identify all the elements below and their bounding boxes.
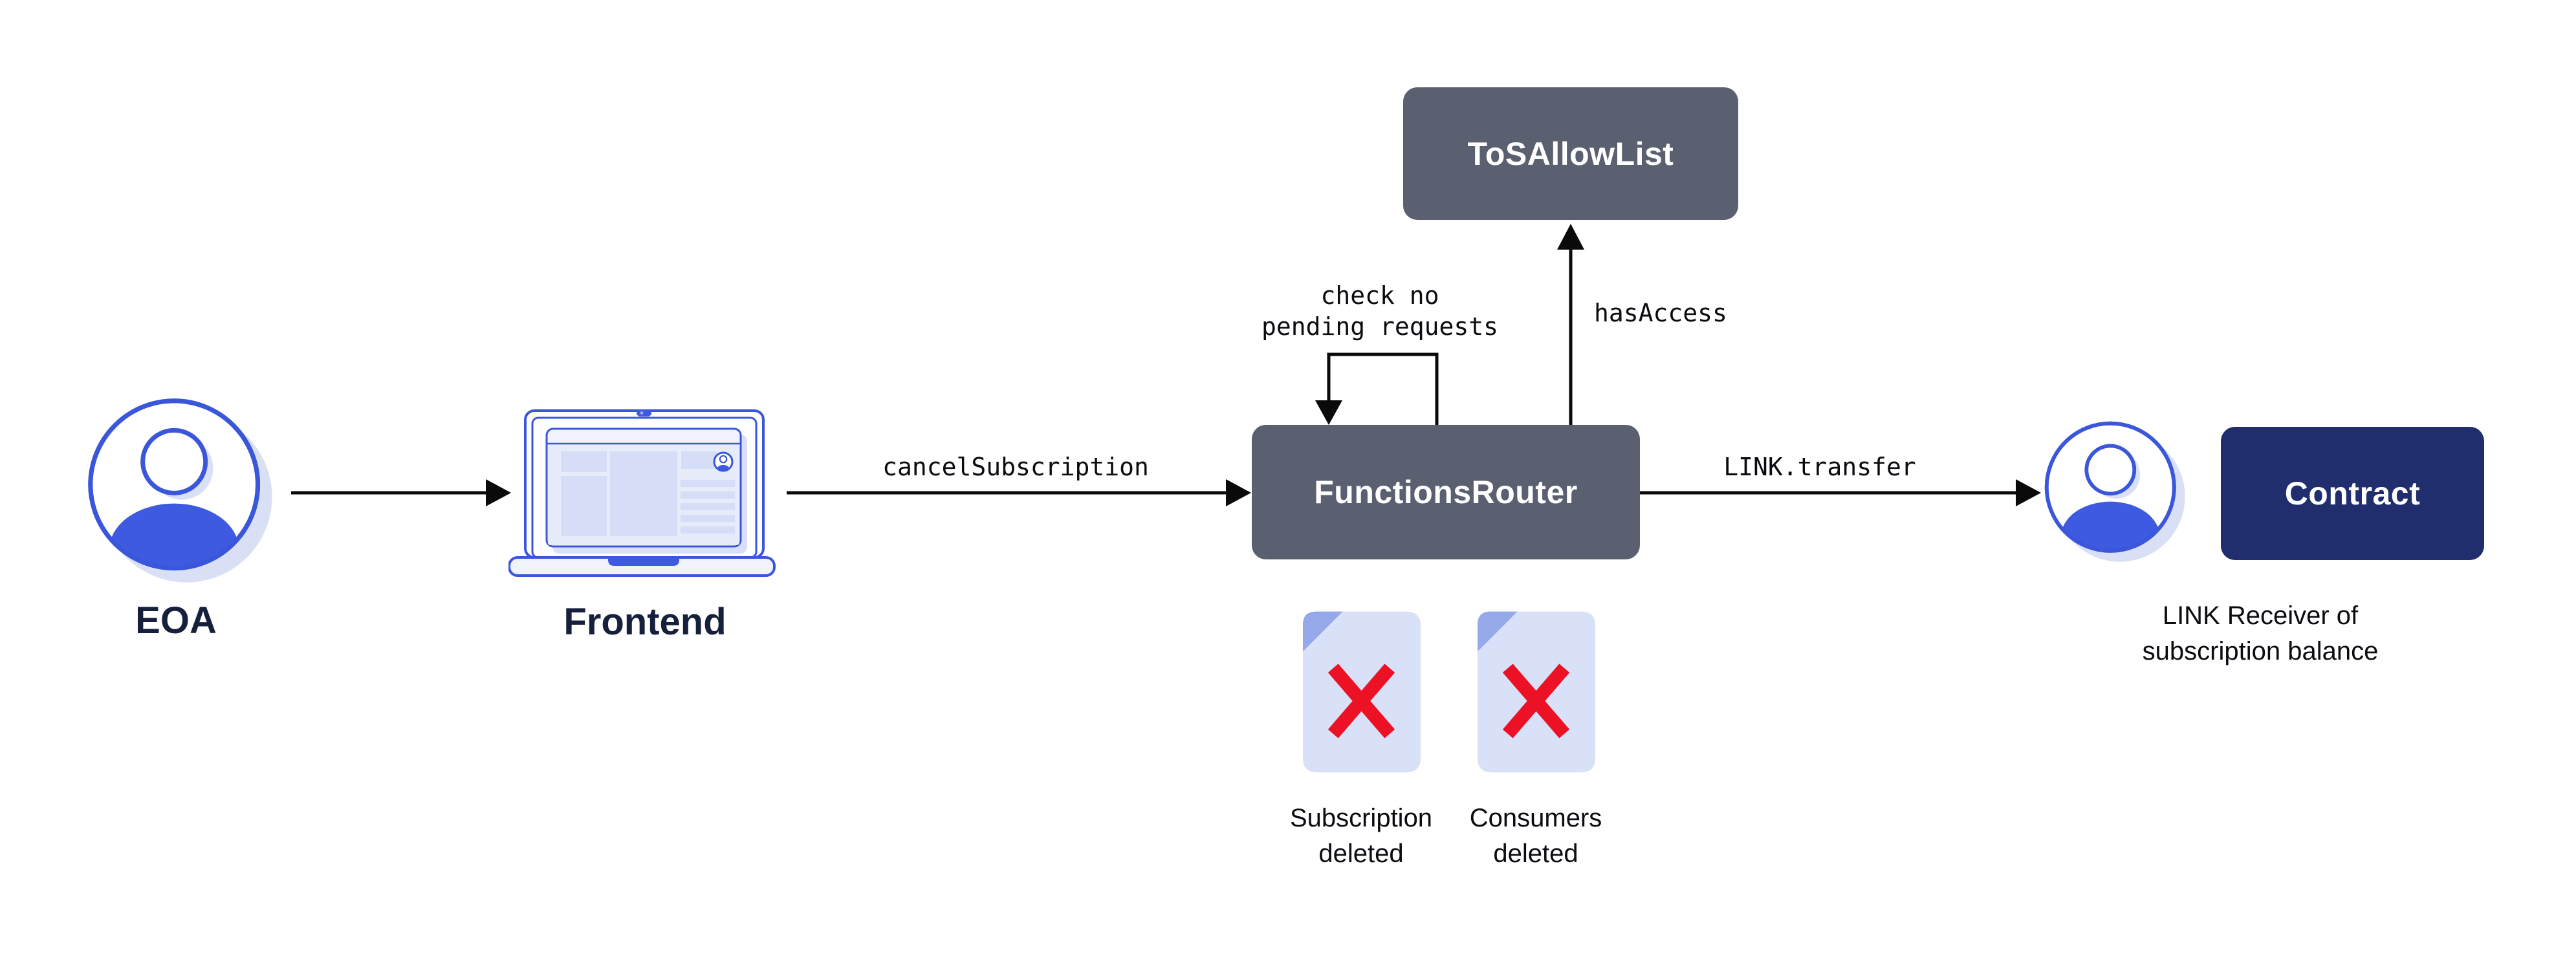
node-tos-allow-list: ToSAllowList xyxy=(1403,87,1738,220)
link-receiver-label-line2: subscription balance xyxy=(2142,637,2379,665)
edge-label-check-no-pending: check no pending requests xyxy=(1261,280,1498,342)
edge-label-link-transfer: LINK.transfer xyxy=(1723,453,1916,481)
consumers-deleted-label: Consumers deleted xyxy=(1470,801,1602,872)
red-x-icon xyxy=(1502,664,1570,739)
arrow-router-to-tosallowlist xyxy=(1557,224,1584,425)
link-receiver-label-line1: LINK Receiver of xyxy=(2162,601,2359,630)
arrow-router-to-receiver xyxy=(1640,479,2041,506)
frontend-label: Frontend xyxy=(563,601,726,643)
doc-folded-corner xyxy=(1478,611,1518,652)
arrow-router-self-loop xyxy=(1315,352,1439,425)
node-functions-router: FunctionsRouter xyxy=(1252,425,1640,559)
consumers-deleted-line2: deleted xyxy=(1493,839,1578,868)
red-x-icon xyxy=(1327,664,1395,739)
consumers-deleted-doc-icon xyxy=(1478,611,1595,773)
edge-label-check-line1: check no xyxy=(1320,281,1439,310)
edge-label-has-access: hasAccess xyxy=(1594,299,1727,327)
edge-label-check-line2: pending requests xyxy=(1261,312,1499,341)
node-contract: Contract xyxy=(2221,427,2484,560)
tos-allow-list-label: ToSAllowList xyxy=(1467,135,1674,172)
link-receiver-person-icon xyxy=(2044,421,2185,562)
laptop-webcam-dot xyxy=(637,409,651,416)
browser-avatar-icon xyxy=(713,451,734,472)
functions-router-label: FunctionsRouter xyxy=(1314,474,1578,510)
eoa-person-icon xyxy=(88,398,272,583)
edge-label-cancel-subscription: cancelSubscription xyxy=(882,453,1149,481)
subscription-deleted-doc-icon xyxy=(1303,611,1421,773)
frontend-laptop-icon xyxy=(508,409,776,577)
contract-label: Contract xyxy=(2284,475,2421,512)
consumers-deleted-line1: Consumers xyxy=(1469,804,1602,832)
arrow-frontend-to-router xyxy=(787,479,1251,506)
doc-folded-corner xyxy=(1303,611,1343,652)
eoa-label: EOA xyxy=(135,599,217,642)
subscription-deleted-line1: Subscription xyxy=(1289,804,1433,832)
subscription-deleted-line2: deleted xyxy=(1318,839,1404,868)
subscription-deleted-label: Subscription deleted xyxy=(1290,801,1432,872)
arrow-eoa-to-frontend xyxy=(291,479,511,506)
link-receiver-label: LINK Receiver of subscription balance xyxy=(2143,598,2379,669)
